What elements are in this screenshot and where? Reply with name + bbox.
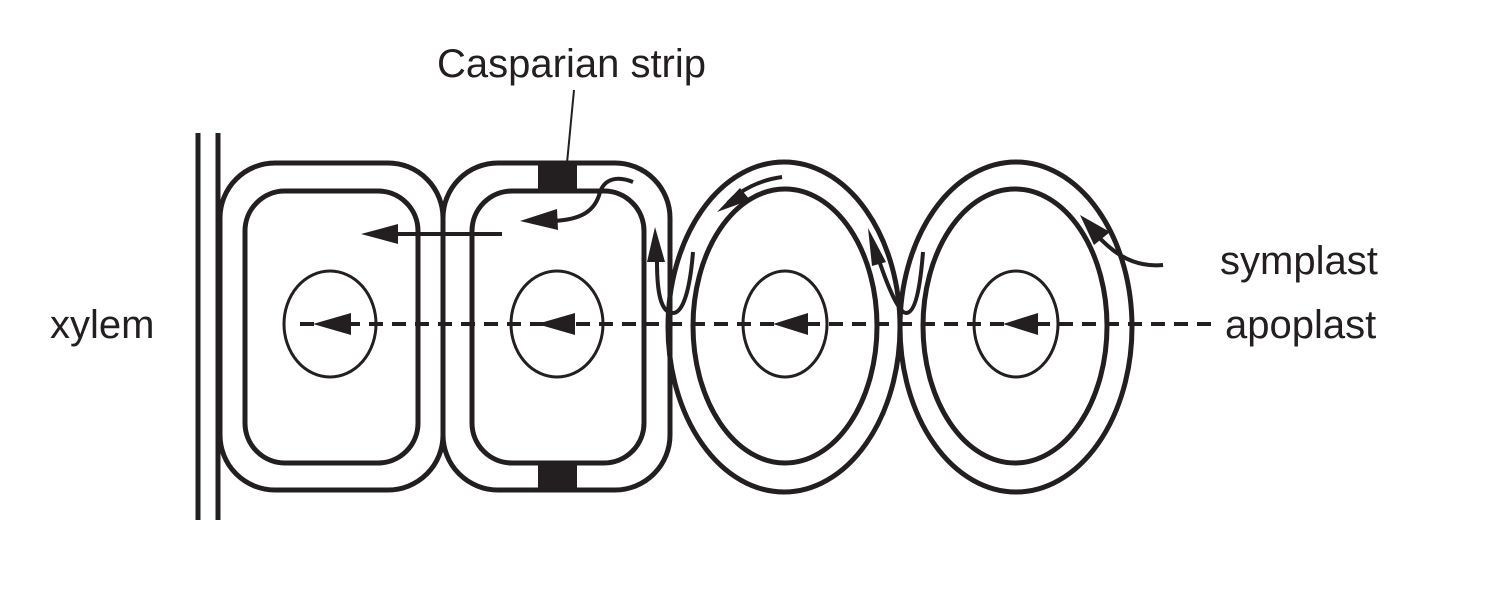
xylem-label: xylem	[50, 303, 155, 347]
casparian-strip-top	[538, 162, 577, 192]
casparian-strip-bottom	[538, 462, 577, 492]
casparian-strip-label: Casparian strip	[437, 42, 707, 86]
apoplast-arrowhead	[537, 313, 575, 335]
symplast-arrowhead	[1080, 215, 1110, 245]
apoplast-label: apoplast	[1225, 303, 1377, 347]
casparian-label-leader	[566, 89, 575, 164]
cell-4-wall	[897, 159, 1135, 495]
symplast-label: symplast	[1220, 239, 1378, 283]
symplast-path-junction-2-3	[655, 251, 695, 316]
apoplast-arrowhead	[1003, 313, 1038, 335]
symplast-path-junction-3-4	[872, 244, 925, 316]
cell-1-membrane	[242, 188, 421, 466]
symplast-arrowhead	[647, 227, 665, 262]
symplast-arrowhead	[868, 228, 886, 266]
apoplast-arrowhead	[773, 313, 808, 335]
symplast-arrowhead	[361, 224, 398, 244]
symplast-arrowhead	[717, 188, 750, 212]
apoplast-arrowhead	[313, 313, 351, 335]
symplast-arrowhead	[520, 209, 558, 230]
symplast-path-cell-2	[551, 176, 634, 223]
